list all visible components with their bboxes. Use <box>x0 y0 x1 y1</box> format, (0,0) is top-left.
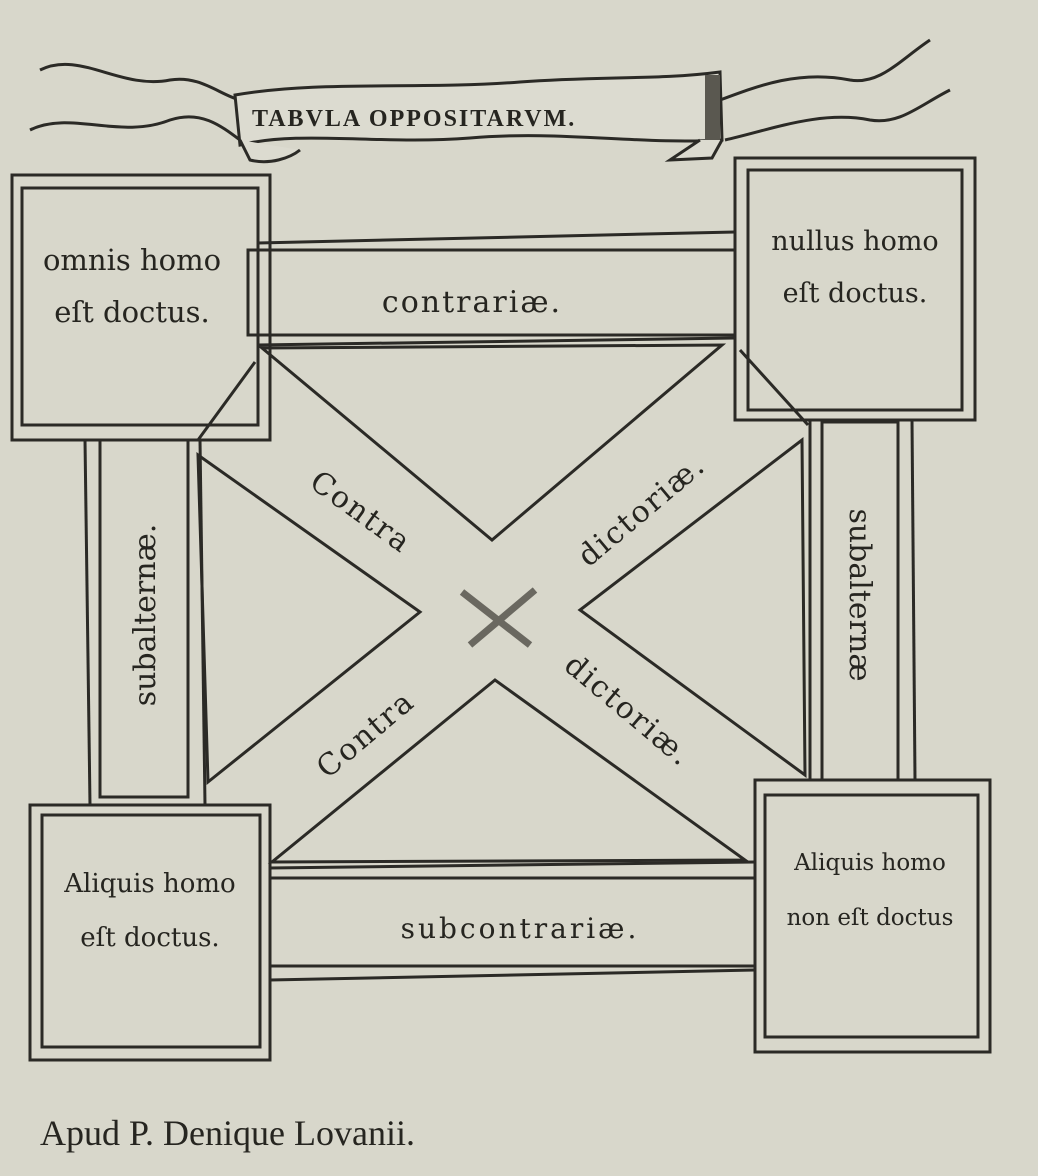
triangle-top <box>257 343 727 542</box>
label-subalternae-left: subalternæ. <box>128 524 163 707</box>
bottom-right-line2: non eſt doctus <box>787 905 954 931</box>
bottom-right-line1: Aliquis homo <box>793 850 946 876</box>
center-cross-icon <box>459 587 538 648</box>
band-right <box>808 419 917 782</box>
label-contrariae: contrariæ. <box>382 285 562 320</box>
top-left-line2: eſt doctus. <box>54 295 209 329</box>
label-contra-lower: Contra <box>310 684 422 786</box>
band-top <box>246 230 737 347</box>
triangle-bottom <box>267 678 750 864</box>
label-dictoriae-lower: dictoriæ. <box>557 647 699 774</box>
top-right-line1: nullus homo <box>771 226 938 257</box>
banner-title: TABVLA OPPOSITARVM. <box>252 106 576 132</box>
bottom-left-line1: Aliquis homo <box>63 869 235 899</box>
bottom-left-line2: eſt doctus. <box>80 923 219 953</box>
top-right-line2: eſt doctus. <box>783 278 928 309</box>
top-left-line1: omnis homo <box>43 243 221 277</box>
label-contra-upper: Contra <box>303 464 418 561</box>
label-subalternae-right: subalternæ <box>842 508 877 681</box>
triangle-left <box>196 452 423 786</box>
imprint-footer: Apud P. Denique Lovanii. <box>40 1113 415 1153</box>
label-subcontrariae: subcontrariæ. <box>401 912 640 945</box>
title-banner: TABVLA OPPOSITARVM. <box>29 38 951 164</box>
triangle-right <box>577 436 807 778</box>
band-bottom <box>268 860 757 982</box>
label-dictoriae-upper: dictoriæ. <box>571 447 713 574</box>
